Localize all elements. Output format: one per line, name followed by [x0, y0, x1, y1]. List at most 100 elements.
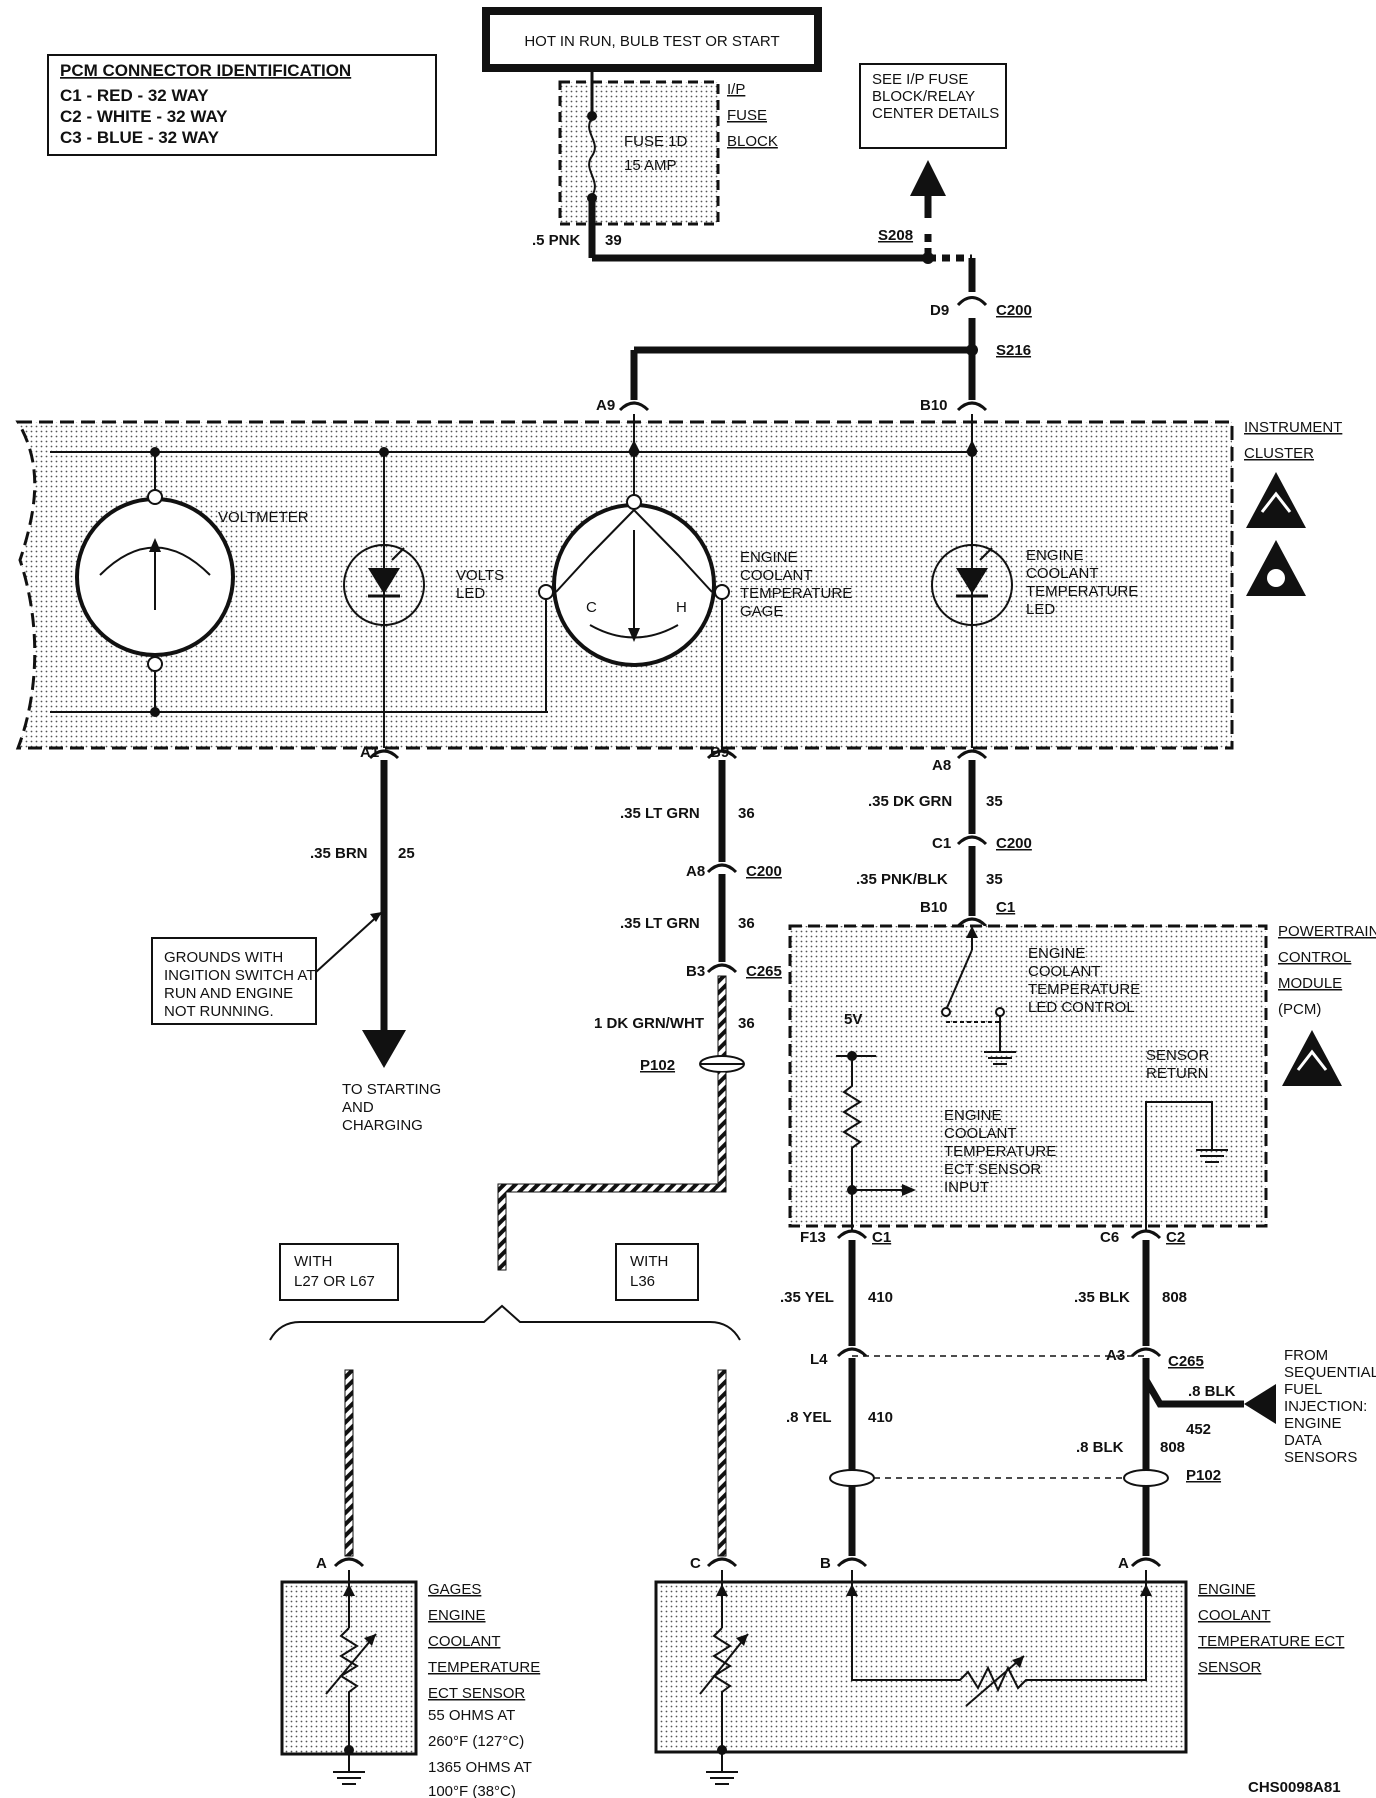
ect-gage-label-1: ENGINE [740, 549, 798, 566]
pullup-resistor-icon [842, 1060, 862, 1190]
see-details-line-3: CENTER DETAILS [872, 105, 999, 122]
ect-sensor-connector-c [706, 1557, 738, 1568]
fuse-element-icon [588, 117, 596, 197]
b10-label: B10 [920, 397, 948, 414]
pcm-module: ENGINE COOLANT TEMPERATURE LED CONTROL 5… [788, 923, 1376, 1232]
s216-label: S216 [996, 342, 1031, 359]
ect-led-diode-icon [956, 568, 988, 594]
see-details-line-2: BLOCK/RELAY [872, 88, 975, 105]
pcm-id-row-c2: C2 - WHITE - 32 WAY [60, 107, 228, 126]
c200-b-label: C200 [746, 863, 782, 880]
wire-blk-1: .35 BLK [1074, 1289, 1130, 1306]
from-sfi-2: SEQUENTIAL [1284, 1364, 1376, 1381]
wire-yel-1: .35 YEL [780, 1289, 834, 1306]
pin-a8-label: A8 [932, 757, 951, 774]
connector-a3 [1130, 1347, 1162, 1358]
wire-pnkblk: .35 PNK/BLK [856, 871, 948, 888]
pin-b: B [820, 1555, 831, 1572]
wire-blk-2: .8 BLK [1076, 1439, 1124, 1456]
b3-label: B3 [686, 963, 705, 980]
ect-thermistor-c-icon [712, 1627, 732, 1750]
connector-c200-c1 [956, 835, 988, 846]
see-details-arrow-icon [910, 160, 946, 196]
ground-icon [984, 1051, 1016, 1065]
c200-c-label: C200 [996, 835, 1032, 852]
led-control-2: COOLANT [1028, 963, 1101, 980]
ect-sensor-ground-icon [706, 1771, 738, 1785]
l4-label: L4 [810, 1351, 828, 1368]
see-fuse-details-box: SEE I/P FUSE BLOCK/RELAY CENTER DETAILS [859, 63, 1007, 218]
gages-sensor-5: ECT SENSOR [428, 1685, 525, 1702]
ect-gage-label-3: TEMPERATURE [740, 585, 852, 602]
v5-label: 5V [844, 1011, 862, 1028]
voltmeter-label: VOLTMETER [218, 509, 309, 526]
ect-sensor-3: TEMPERATURE ECT [1198, 1633, 1344, 1650]
gages-sensor-8: 1365 OHMS AT [428, 1759, 532, 1776]
connector-pcm-b10 [956, 917, 988, 928]
led-control-4: LED CONTROL [1028, 999, 1135, 1016]
grounds-note-4: NOT RUNNING. [164, 1003, 274, 1020]
connector-b9 [706, 749, 738, 760]
a8-c200-pin: A8 [686, 863, 705, 880]
fuse-block-label-2: FUSE [727, 107, 767, 124]
pcm-id-row-c3: C3 - BLUE - 32 WAY [60, 128, 220, 147]
grounds-note-2: INGITION SWITCH AT [164, 967, 315, 984]
gages-sensor-7: 260°F (127°C) [428, 1733, 524, 1750]
circuit-36-a: 36 [738, 805, 755, 822]
circuit-35-b: 35 [986, 871, 1003, 888]
gage-hot-label: H [676, 599, 687, 616]
s208-label: S208 [878, 227, 913, 244]
wire-yel-2: .8 YEL [786, 1409, 832, 1426]
circuit-410-b: 410 [868, 1409, 893, 1426]
with-l36-2: L36 [630, 1273, 655, 1290]
gages-sensor-9: 100°F (38°C) [428, 1783, 516, 1798]
with-l27-1: WITH [294, 1253, 332, 1270]
c1-pin-label: C1 [932, 835, 951, 852]
lower-p102-label: P102 [1186, 1467, 1221, 1484]
ect-input-3: TEMPERATURE [944, 1143, 1056, 1160]
p102-grommet-yel [829, 1469, 875, 1487]
volts-led-label-1: VOLTS [456, 567, 504, 584]
c6-c2-label: C2 [1166, 1229, 1185, 1246]
ect-input-1: ENGINE [944, 1107, 1002, 1124]
grounds-note-3: RUN AND ENGINE [164, 985, 293, 1002]
wire-ltgrn-2: .35 LT GRN [620, 915, 700, 932]
pcm-title-3: MODULE [1278, 975, 1342, 992]
fuse-block-label-1: I/P [727, 81, 745, 98]
pcm-id-title: PCM CONNECTOR IDENTIFICATION [60, 61, 351, 80]
connector-b10 [956, 401, 988, 412]
ect-led-label-3: TEMPERATURE [1026, 583, 1138, 600]
wire-dkgrn: .35 DK GRN [868, 793, 952, 810]
circuit-808-b: 808 [1160, 1439, 1185, 1456]
gages-sensor-1: GAGES [428, 1581, 481, 1598]
volts-led-diode-icon [368, 568, 400, 594]
ect-sensor-1: ENGINE [1198, 1581, 1256, 1598]
sensor-return-2: RETURN [1146, 1065, 1209, 1082]
with-l36-box [615, 1243, 699, 1301]
esd-warning-icon [1246, 472, 1306, 528]
gages-sensor-4: TEMPERATURE [428, 1659, 540, 1676]
ect-sensor-connector-b [836, 1557, 868, 1568]
fuse-block-label-3: BLOCK [727, 133, 778, 150]
pcm-c1-label: C1 [996, 899, 1015, 916]
ect-input-5: INPUT [944, 1179, 989, 1196]
sensor-return-ground-icon [1196, 1149, 1228, 1163]
volts-led: VOLTS LED [343, 447, 504, 748]
to-starting-3: CHARGING [342, 1117, 423, 1134]
gages-thermistor-icon [339, 1627, 359, 1750]
gages-sensor-3: COOLANT [428, 1633, 501, 1650]
circuit-25-label: 25 [398, 845, 415, 862]
pin-a-left: A [316, 1555, 327, 1572]
circuit-35-a: 35 [986, 793, 1003, 810]
circuit-39-label: 39 [605, 232, 622, 249]
ect-thermistor-ab-icon [851, 1570, 1147, 1693]
ect-sensor-connector-a [1130, 1557, 1162, 1568]
from-sfi-5: ENGINE [1284, 1415, 1342, 1432]
grounds-note-box: GROUNDS WITH INGITION SWITCH AT RUN AND … [151, 911, 383, 1025]
circuit-808-a: 808 [1162, 1289, 1187, 1306]
sensor-return-1: SENSOR [1146, 1047, 1210, 1064]
f13-label: F13 [800, 1229, 826, 1246]
with-l27-box [279, 1243, 399, 1301]
gages-ect-sensor: GAGES ENGINE COOLANT TEMPERATURE ECT SEN… [280, 1570, 540, 1798]
with-l36-1: WITH [630, 1253, 668, 1270]
